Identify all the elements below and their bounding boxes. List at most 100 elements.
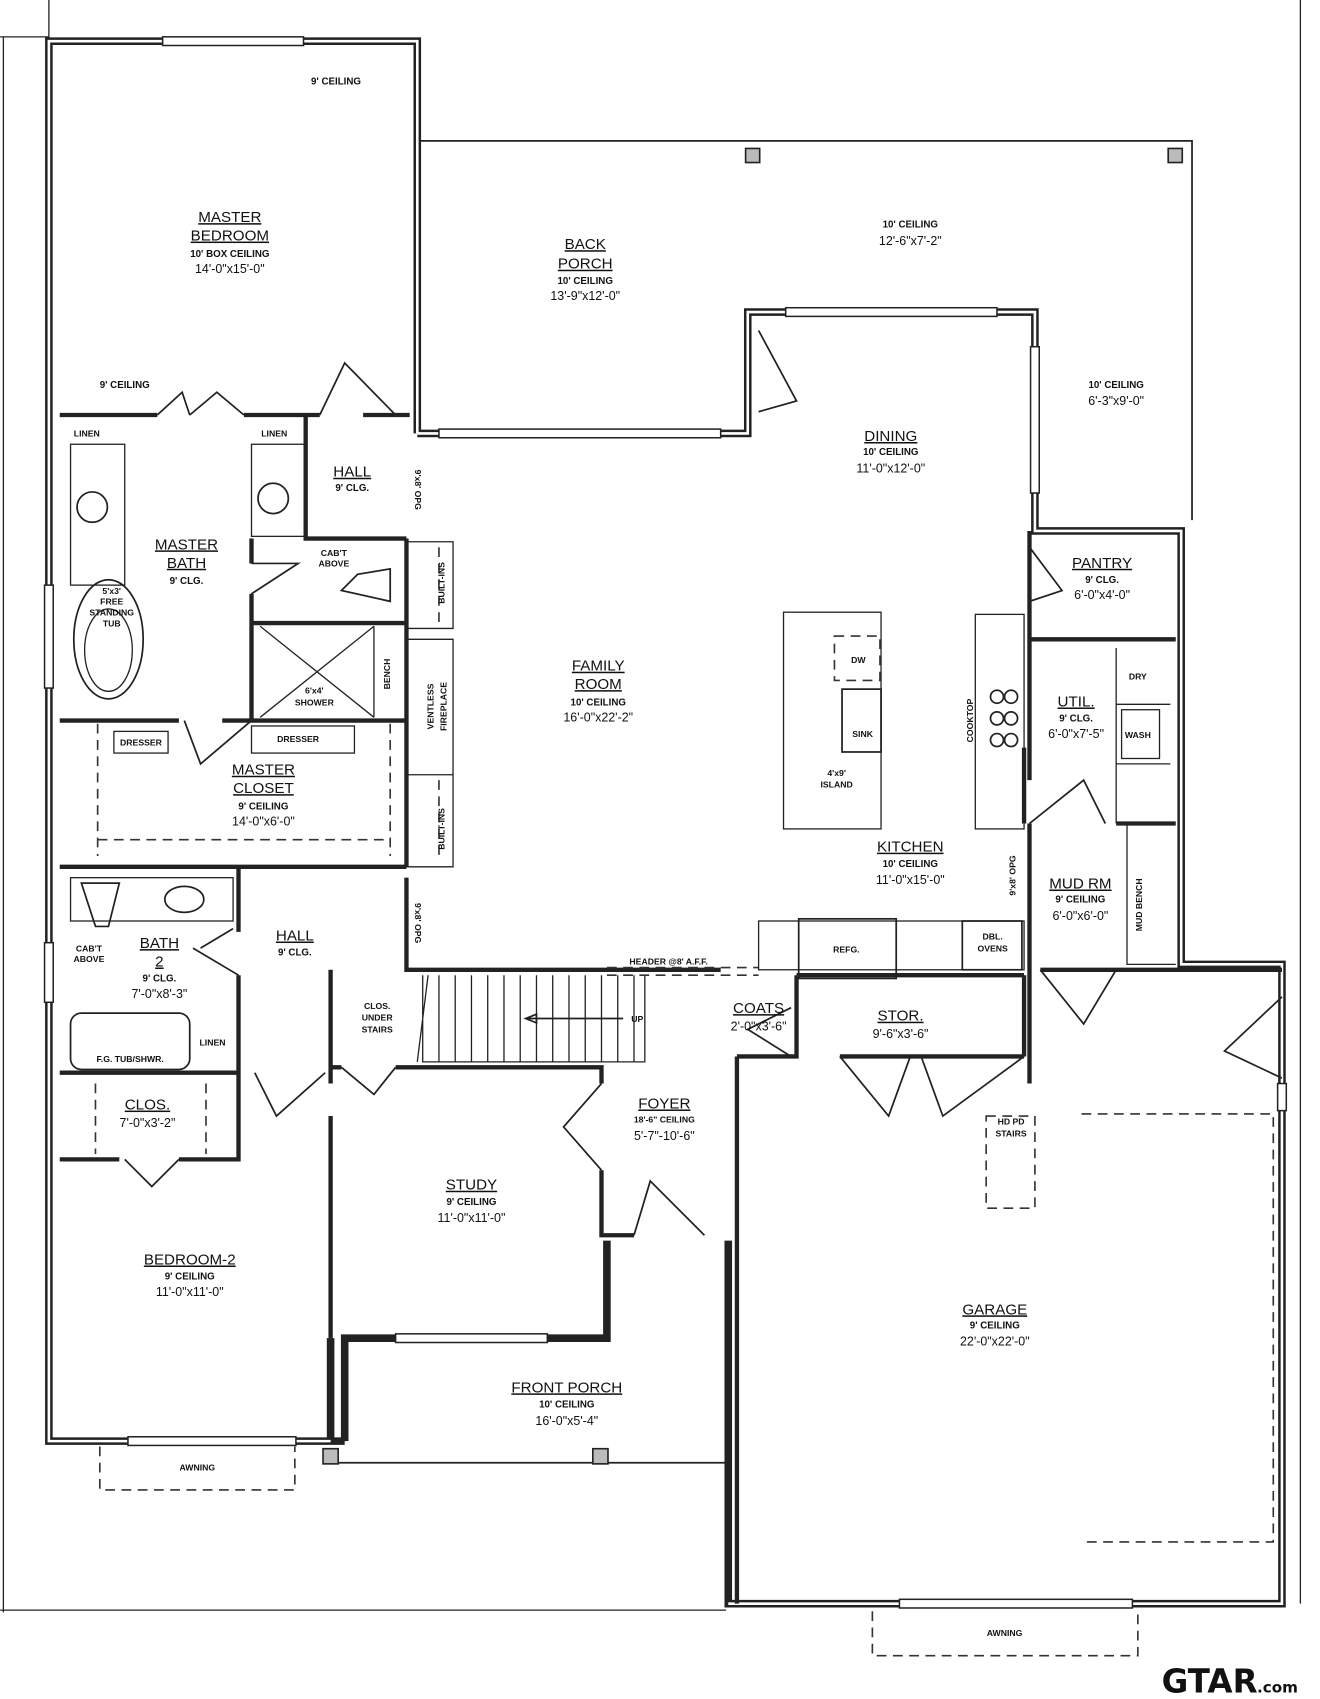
front-porch-ceiling: 10' CEILING (539, 1400, 594, 1411)
storage-size: 9'-6"x3'-6" (873, 1027, 929, 1041)
kitchen-ceiling: 10' CEILING (883, 859, 938, 870)
storage-title: STOR. (878, 1008, 924, 1025)
logo-text: GTAR (1162, 1662, 1258, 1699)
bench-label: BENCH (382, 659, 392, 690)
dining-size: 11'-0"x12'-0" (856, 461, 925, 475)
kitchen-title: KITCHEN (877, 839, 944, 856)
closet-title: CLOS. (125, 1097, 170, 1114)
master-bedroom-size: 14'-0"x15'-0" (195, 262, 265, 276)
study-title: STUDY (446, 1177, 497, 1194)
dresser-label: DRESSER (277, 734, 320, 744)
front-porch-size: 16'-0"x5'-4" (535, 1414, 598, 1428)
dining-title: DINING (864, 428, 917, 445)
ovens-label: DBL. (983, 931, 1003, 941)
back-porch-size: 13'-9"x12'-0" (550, 289, 620, 303)
dryer-label: DRY (1129, 671, 1147, 681)
garage-title: GARAGE (962, 1301, 1027, 1318)
master-closet-size: 14'-0"x6'-0" (232, 815, 295, 829)
util-ceiling: 9' CLG. (1059, 714, 1093, 725)
bedroom-2-size: 11'-0"x11'-0" (156, 1285, 224, 1299)
garage-size: 22'-0"x22'-0" (960, 1335, 1030, 1349)
bath-2-title-2: 2 (155, 954, 163, 971)
opening-label: 9'x8' OPG (413, 470, 423, 510)
awning-label: AWNING (987, 1628, 1023, 1638)
back-porch-ceiling: 10' CEILING (558, 276, 613, 287)
tub-label-2: STANDING (89, 607, 134, 617)
interior-walls (59, 412, 1282, 1604)
back-porch-title-2: PORCH (558, 256, 613, 273)
tub-size: 5'x3' (102, 586, 121, 596)
closet-size: 7'-0"x3'-2" (120, 1116, 176, 1130)
closet-under-stairs-label-2: UNDER (362, 1013, 394, 1023)
built-ins-label: BUILT-INS (436, 808, 446, 850)
linen-label: LINEN (200, 1038, 226, 1048)
study-ceiling: 9' CEILING (446, 1197, 496, 1208)
dresser-label: DRESSER (120, 737, 163, 747)
mud-bench-label: MUD BENCH (1134, 878, 1144, 931)
closet-under-stairs-label-3: STAIRS (362, 1025, 393, 1035)
shower-size: 6'x4' (305, 685, 324, 695)
dining-ceiling: 10' CEILING (863, 447, 918, 458)
doors (124, 330, 1283, 1236)
pantry-size: 6'-0"x4'-0" (1074, 588, 1130, 602)
pantry-ceiling: 9' CLG. (1085, 575, 1119, 586)
family-room-ceiling: 10' CEILING (571, 697, 626, 708)
bath-2-size: 7'-0"x8'-3" (131, 987, 187, 1001)
refrigerator-label: REFG. (833, 944, 859, 954)
attic-stairs-label: HD PD (998, 1117, 1025, 1127)
master-bedroom-title: MASTER (198, 209, 261, 226)
porch-ceiling: 10' CEILING (883, 220, 938, 231)
fireplace-label: VENTLESS (426, 683, 436, 729)
opening-label: 9'x8' OPG (413, 903, 423, 943)
coats-size: 2'-0"x3'-6" (731, 1019, 787, 1033)
foyer-title: FOYER (638, 1095, 690, 1112)
bath-2-title: BATH (140, 935, 179, 952)
study-size: 11'-0"x11'-0" (438, 1211, 506, 1225)
island-label: ISLAND (821, 780, 853, 790)
coats-title: COATS (733, 1000, 784, 1017)
family-room-title-2: ROOM (575, 676, 622, 693)
fireplace-label-2: FIREPLACE (439, 682, 449, 731)
ovens-label-2: OVENS (977, 943, 1008, 953)
mud-room-size: 6'-0"x6'-0" (1053, 909, 1109, 923)
linen-label: LINEN (74, 429, 100, 439)
stairs-up-label: UP (631, 1014, 643, 1024)
tub-label: FREE (100, 597, 123, 607)
front-porch-outline (322, 1447, 727, 1465)
header-note: HEADER @8' A.F.F. (629, 956, 707, 966)
boundary-lines (0, 0, 1302, 1613)
attic-stairs-label-2: STAIRS (996, 1129, 1027, 1139)
hall-title: HALL (276, 928, 314, 945)
awning-label: AWNING (180, 1462, 216, 1472)
closet-under-stairs-label: CLOS. (364, 1001, 390, 1011)
built-ins-label: BUILT-INS (436, 562, 446, 604)
kitchen-size: 11'-0"x15'-0" (876, 873, 945, 887)
bedroom-2-title: BEDROOM-2 (144, 1251, 236, 1268)
fixtures (69, 443, 1275, 1657)
stairs (416, 966, 759, 1063)
cooktop-label: COOKTOP (965, 699, 975, 743)
hall-ceiling: 9' CLG. (335, 483, 369, 494)
cabinet-note-2: ABOVE (318, 559, 349, 569)
washer-label: WASH (1125, 730, 1151, 740)
family-room-title: FAMILY (572, 658, 625, 675)
bedroom-2-ceiling: 9' CEILING (165, 1272, 215, 1283)
dishwasher-label: DW (851, 655, 866, 665)
windows (43, 36, 1288, 1609)
master-bedroom-title-2: BEDROOM (191, 228, 269, 245)
logo-suffix: .com (1257, 1678, 1298, 1696)
tub-shower-label: F.G. TUB/SHWR. (96, 1054, 163, 1064)
shower-label: SHOWER (295, 697, 335, 707)
pantry-title: PANTRY (1072, 555, 1132, 572)
back-porch-outline (417, 139, 1193, 521)
tub-label-3: TUB (103, 618, 121, 628)
master-closet-title-2: CLOSET (233, 780, 294, 797)
master-bath-ceiling: 9' CLG. (170, 576, 204, 587)
cabinet-note: CAB'T (76, 943, 103, 953)
master-bath-title: MASTER (155, 536, 218, 553)
ceiling-note: 9' CEILING (311, 77, 361, 88)
porch-size: 6'-3"x9'-0" (1088, 394, 1144, 408)
bath-2-ceiling: 9' CLG. (143, 974, 177, 985)
island-size: 4'x9' (827, 768, 846, 778)
